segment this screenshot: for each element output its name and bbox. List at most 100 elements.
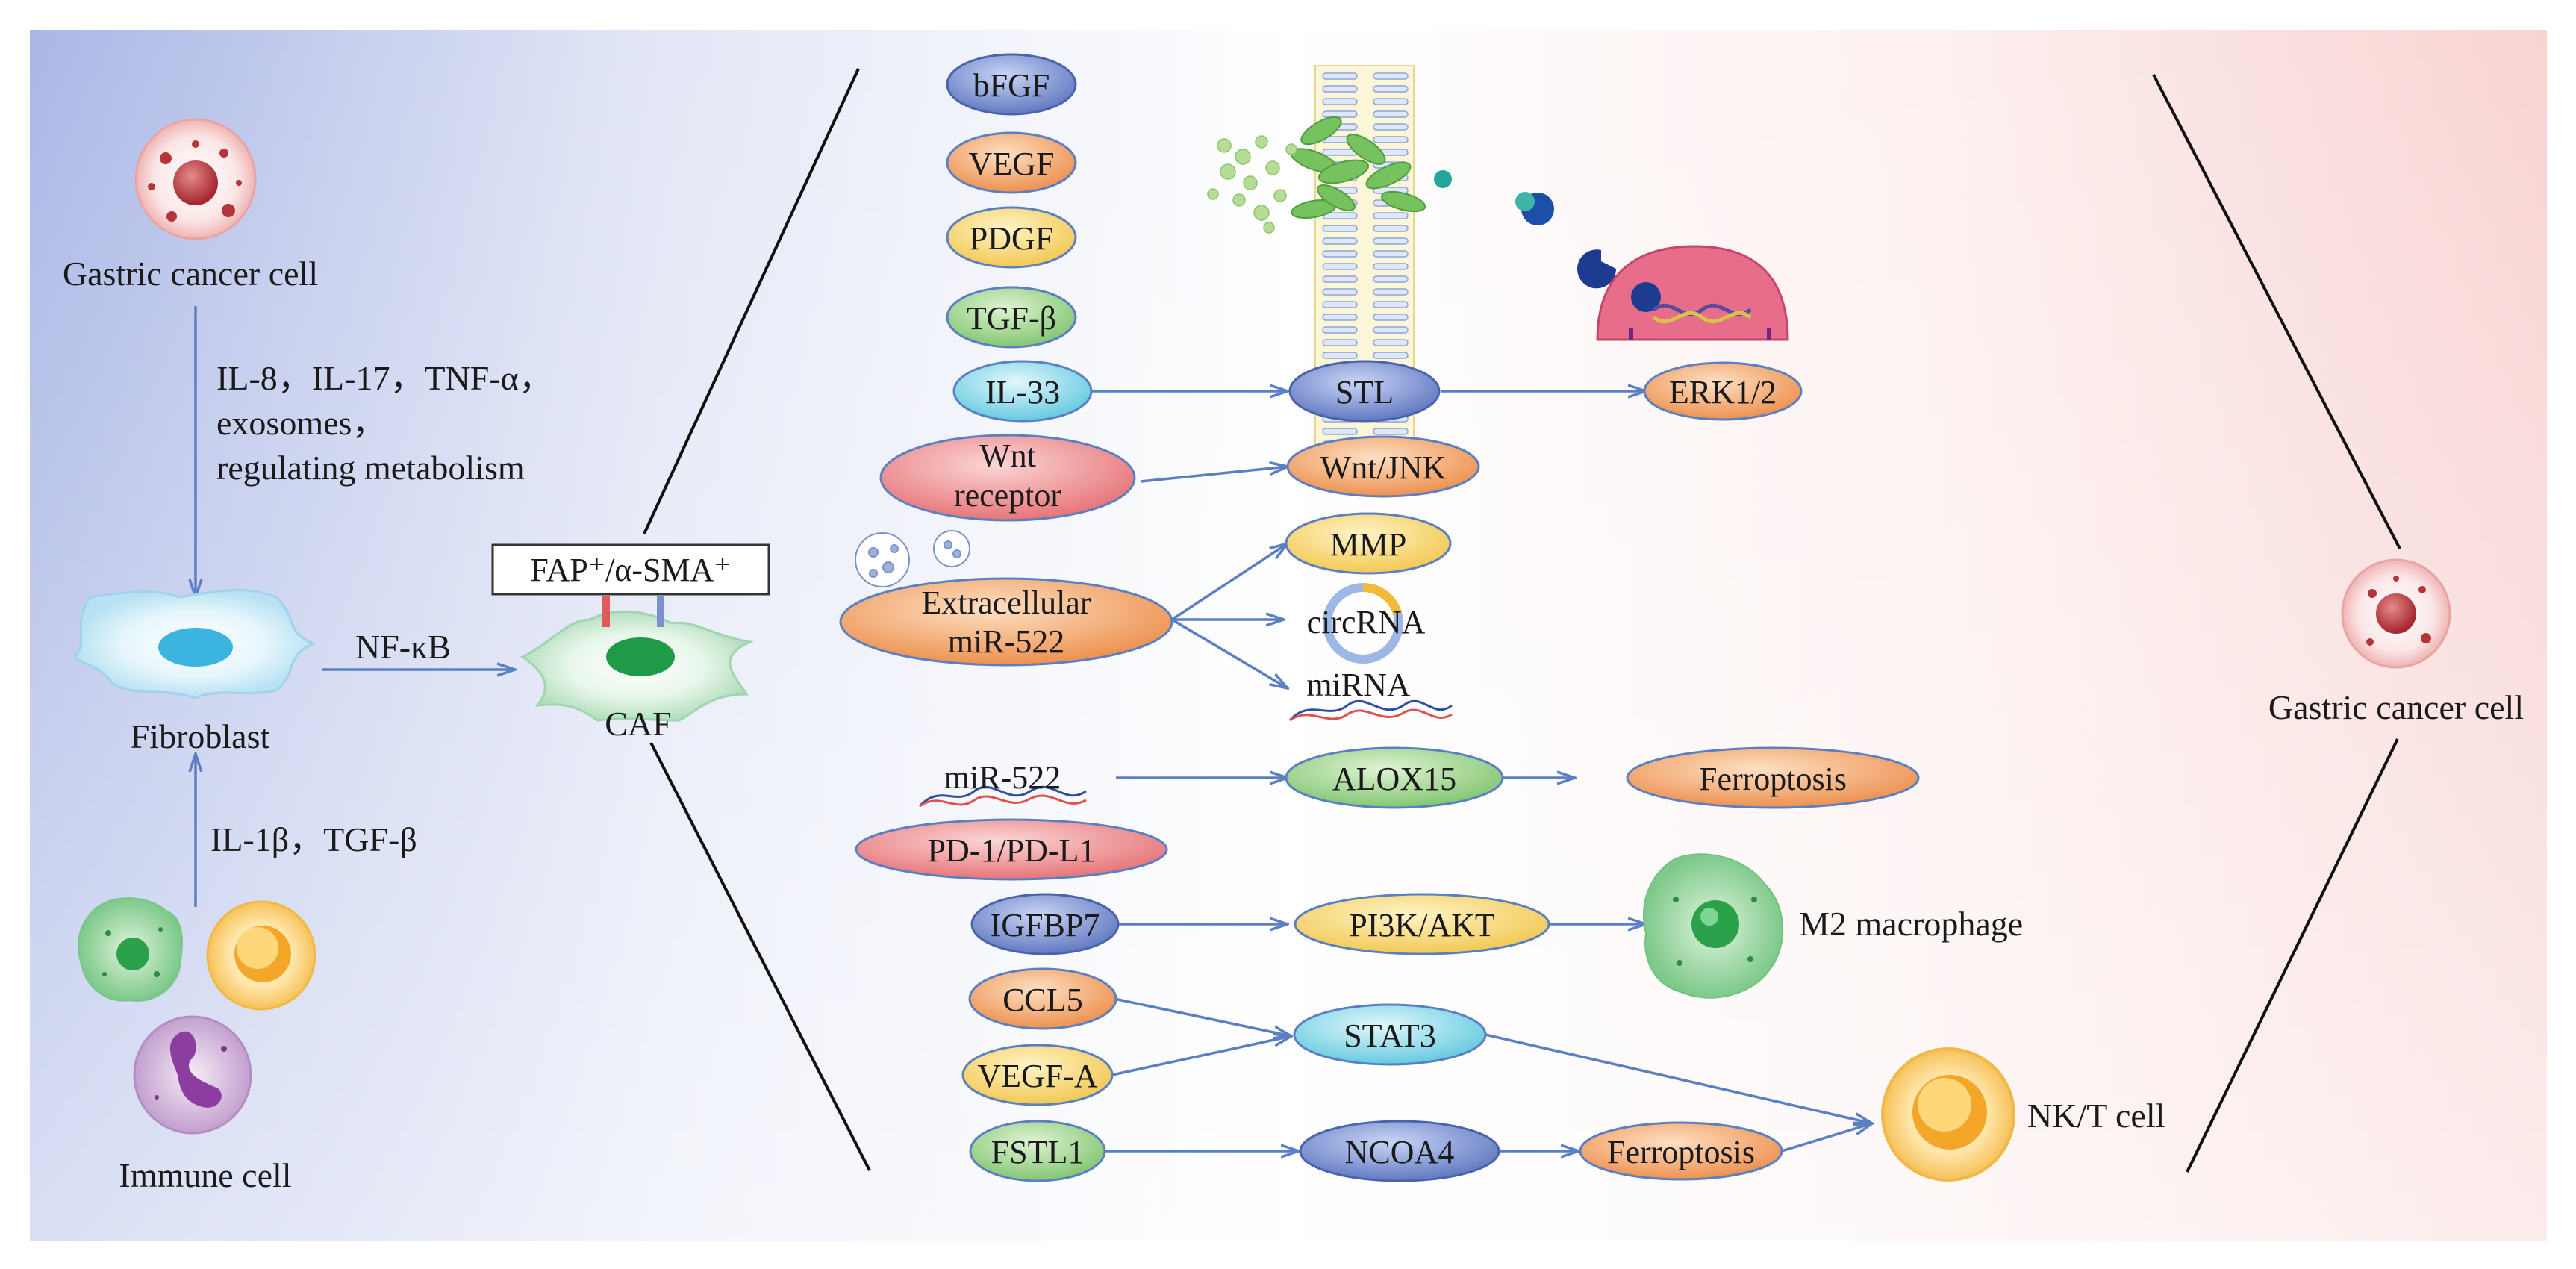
lipid-segment (1322, 301, 1358, 308)
fibroblast-icon (72, 589, 316, 699)
svg-text:VEGF: VEGF (969, 146, 1055, 182)
nk-t-cell-label: NK/T cell (2027, 1097, 2165, 1135)
cancer-signal-text-3: regulating metabolism (216, 449, 525, 487)
factor-wnt-receptor: Wnt receptor (879, 434, 1136, 522)
factor-il33: IL-33 (952, 360, 1093, 423)
svg-text:VEGF-A: VEGF-A (977, 1058, 1098, 1094)
pathway-arrows (1090, 391, 1872, 1151)
factor-vegf: VEGF (946, 131, 1077, 194)
lipid-segment (1322, 250, 1358, 258)
svg-text:PDGF: PDGF (970, 220, 1054, 257)
lipid-segment (1322, 428, 1358, 435)
m2-macrophage-icon (1643, 853, 1784, 999)
caf-marker-label: FAP⁺/α-SMA⁺ (530, 552, 731, 588)
lipid-segment (1322, 72, 1358, 80)
svg-text:STAT3: STAT3 (1344, 1017, 1436, 1054)
node-stat3: STAT3 (1293, 1003, 1487, 1066)
lipid-segment (1322, 326, 1358, 334)
factor-extracellular-mir522: Extracellular miR-522 (839, 577, 1173, 667)
nk-t-cell-icon (1881, 1047, 2015, 1182)
node-ncoa4: NCOA4 (1299, 1120, 1500, 1182)
nfkb-label: NF-κB (355, 628, 451, 666)
caf-icon (520, 596, 755, 722)
svg-text:PD-1/PD-L1: PD-1/PD-L1 (928, 832, 1096, 869)
lipid-segment (1322, 85, 1358, 93)
immune-cell-label: Immune cell (119, 1156, 291, 1194)
gastric-cancer-cell-label: Gastric cancer cell (63, 255, 318, 293)
lipid-segment (1373, 301, 1409, 308)
lipid-segment (1322, 275, 1358, 283)
factor-pdgf: PDGF (946, 206, 1077, 269)
fibroblast-label: Fibroblast (131, 717, 270, 755)
svg-text:Wnt/JNK: Wnt/JNK (1320, 449, 1447, 486)
svg-text:FSTL1: FSTL1 (991, 1134, 1085, 1170)
lipid-segment (1373, 250, 1409, 258)
bracket-lines (643, 68, 2401, 1173)
lipid-segment (1322, 149, 1358, 156)
cancer-signal-text-1: IL-8，IL-17，TNF-α， (216, 359, 553, 397)
right-gastric-cancer-cell-icon (2341, 558, 2451, 669)
membrane-receptor-illustration (1207, 65, 1789, 486)
lipid-segment (1373, 275, 1409, 283)
svg-text:ERK1/2: ERK1/2 (1669, 374, 1777, 411)
svg-text:bFGF: bFGF (973, 67, 1050, 104)
caf-label: CAF (605, 705, 671, 743)
svg-text:NCOA4: NCOA4 (1345, 1134, 1455, 1170)
gastric-cancer-cell-icon (134, 118, 257, 240)
m2-macrophage-label: M2 macrophage (1799, 905, 2023, 943)
node-wnt-jnk: Wnt/JNK (1286, 435, 1480, 498)
factor-igfbp7: IGFBP7 (970, 893, 1120, 955)
lipid-segment (1373, 237, 1409, 245)
node-circrna: circRNA (1307, 583, 1426, 664)
lipid-segment (1373, 263, 1409, 270)
lipid-segment (1373, 288, 1409, 296)
node-ferroptosis-2: Ferroptosis (1579, 1121, 1783, 1181)
lipid-segment (1373, 98, 1409, 105)
lipid-segment (1322, 288, 1358, 296)
node-mmp: MMP (1285, 512, 1452, 575)
lipid-segment (1373, 136, 1409, 143)
lipid-segment (1373, 314, 1409, 321)
lipid-segment (1322, 352, 1358, 359)
svg-text:STL: STL (1335, 374, 1394, 411)
svg-text:Wnt: Wnt (979, 437, 1036, 474)
svg-text:CCL5: CCL5 (1002, 982, 1083, 1018)
cancer-signal-text-2: exosomes， (216, 404, 386, 442)
node-ferroptosis-1: Ferroptosis (1626, 746, 1920, 809)
lipid-segment (1322, 225, 1358, 232)
svg-text:IL-33: IL-33 (985, 374, 1060, 411)
lipid-segment (1322, 263, 1358, 270)
lipid-segment (1373, 339, 1409, 346)
lipid-segment (1373, 352, 1409, 359)
factor-fstl1: FSTL1 (969, 1120, 1106, 1182)
svg-text:Ferroptosis: Ferroptosis (1607, 1134, 1755, 1170)
svg-text:MMP: MMP (1330, 526, 1407, 563)
factor-tgfb: TGF-β (946, 286, 1077, 349)
svg-text:PI3K/AKT: PI3K/AKT (1349, 907, 1495, 944)
factor-vegfa: VEGF-A (961, 1044, 1114, 1106)
lipid-segment (1373, 123, 1409, 131)
factor-mir522: miR-522 (918, 759, 1087, 808)
svg-text:Extracellular: Extracellular (921, 584, 1091, 621)
lipid-segment (1322, 110, 1358, 118)
svg-text:miRNA: miRNA (1306, 667, 1411, 703)
node-pi3k-akt: PI3K/AKT (1294, 893, 1550, 955)
lipid-segment (1322, 237, 1358, 245)
factor-ccl5: CCL5 (968, 967, 1117, 1030)
factor-bfgf: bFGF (946, 53, 1077, 116)
node-alox15: ALOX15 (1285, 746, 1504, 809)
svg-text:circRNA: circRNA (1307, 604, 1426, 640)
lipid-segment (1373, 428, 1409, 435)
lipid-segment (1373, 212, 1409, 219)
immune-cell-cluster-icon (78, 897, 316, 1135)
svg-text:TGF-β: TGF-β (967, 300, 1056, 337)
lipid-segment (1373, 225, 1409, 232)
svg-text:Ferroptosis: Ferroptosis (1699, 761, 1847, 797)
lipid-segment (1322, 314, 1358, 321)
node-mirna: miRNA (1288, 667, 1453, 722)
factor-pd1-pdl1: PD-1/PD-L1 (855, 818, 1168, 881)
svg-text:receptor: receptor (954, 477, 1061, 514)
exosome-icons (855, 530, 970, 587)
